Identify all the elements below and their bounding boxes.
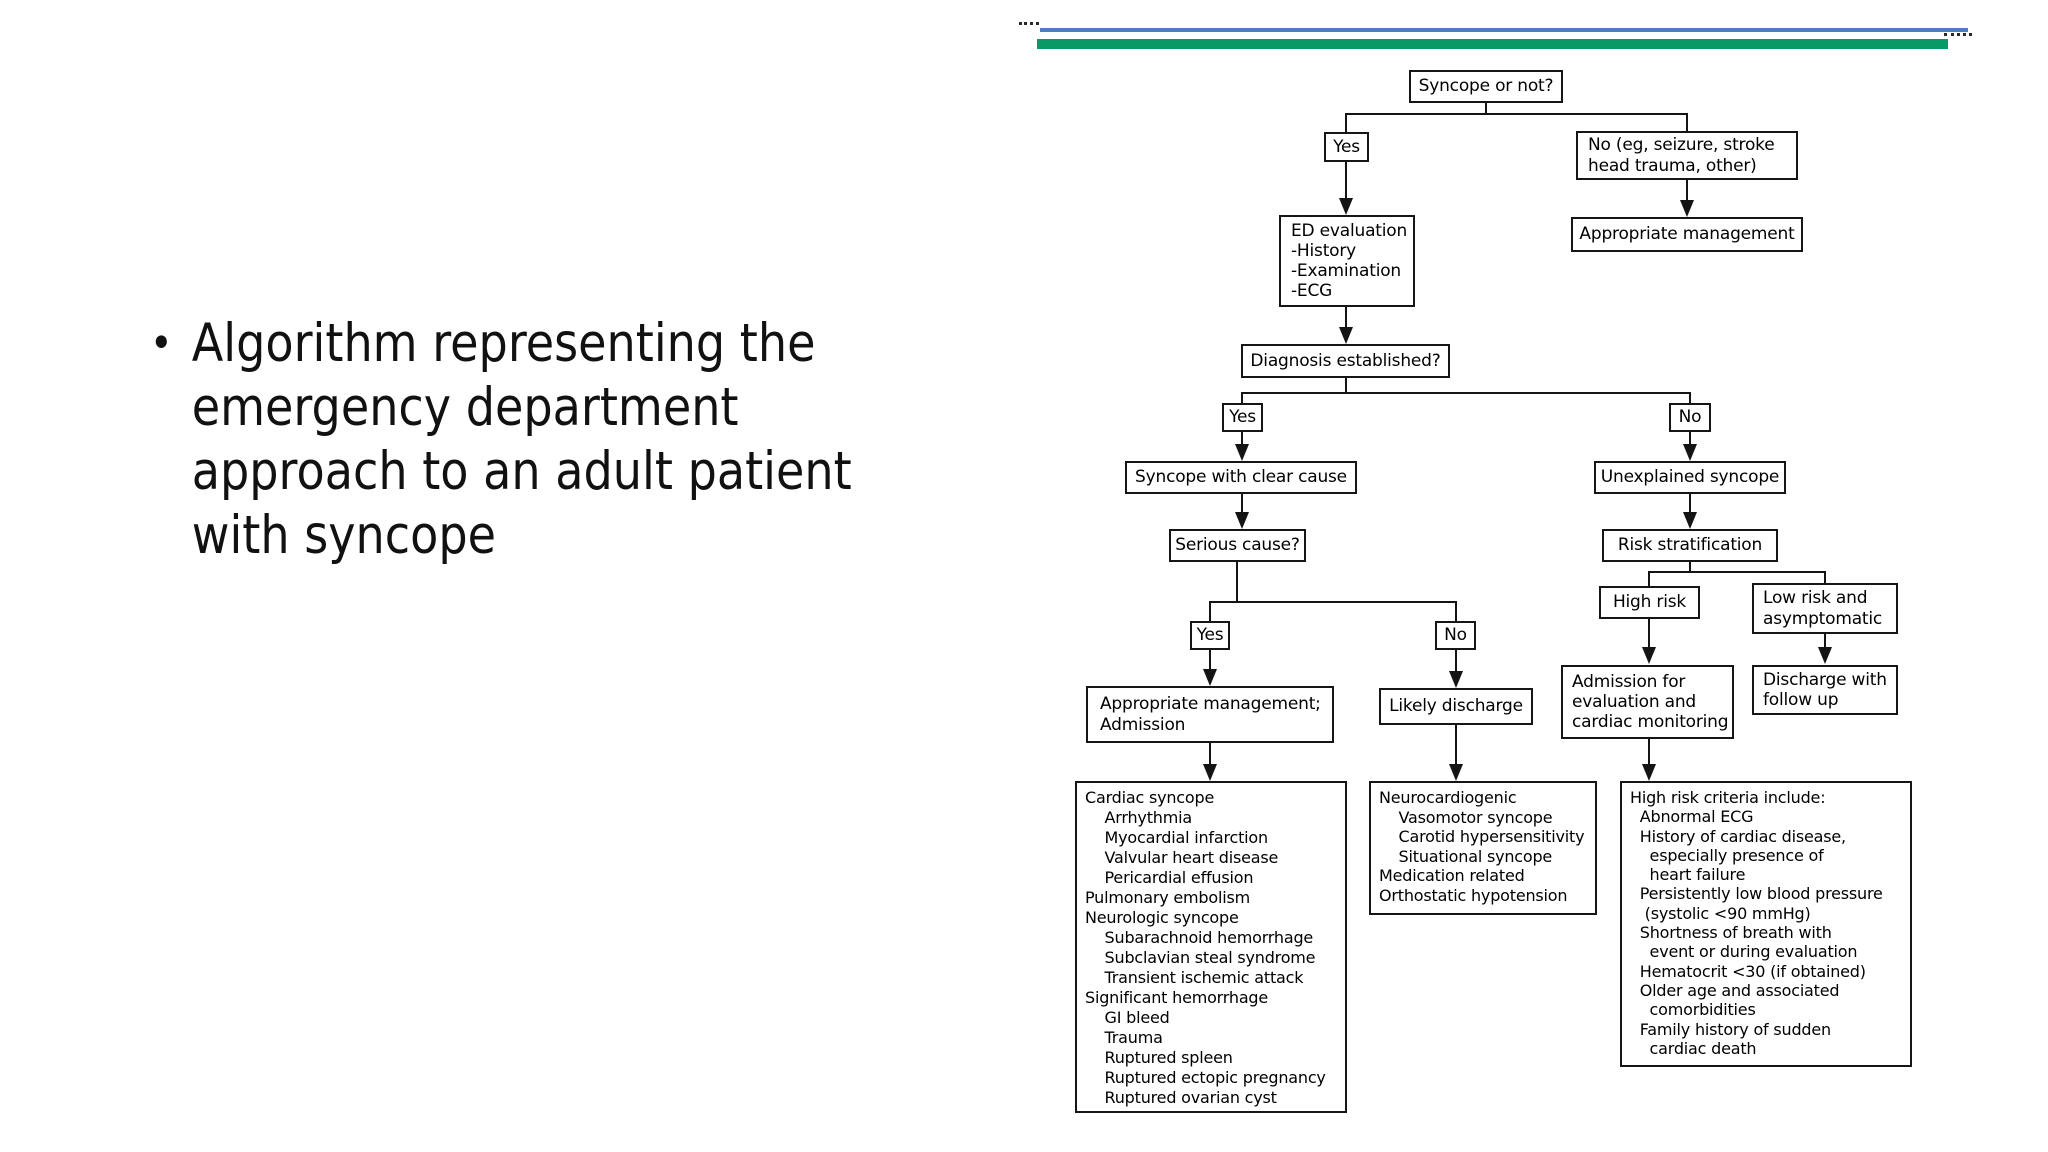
caption-line-3: approach to an adult patient [191, 441, 852, 502]
bullet-glyph: • [150, 318, 173, 369]
caption-block: • Algorithm representing the emergency d… [150, 312, 933, 568]
arrowhead [1449, 764, 1463, 781]
caption-line-2: emergency department [191, 377, 739, 438]
arrowhead [1818, 647, 1832, 664]
connector [1241, 432, 1243, 445]
arrowhead [1339, 327, 1353, 344]
node-admission-evaluation: Admission for evaluation and cardiac mon… [1561, 665, 1734, 739]
node-ed-evaluation: ED evaluation -History -Examination -ECG [1279, 215, 1415, 307]
arrowhead [1642, 764, 1656, 781]
connector [1241, 392, 1243, 403]
connector [1689, 562, 1691, 573]
node-yes-3: Yes [1190, 621, 1230, 650]
connector [1689, 494, 1691, 513]
node-high-risk: High risk [1599, 586, 1700, 619]
connector [1648, 619, 1650, 648]
connector [1648, 571, 1650, 586]
connector [1345, 113, 1688, 115]
connector [1209, 601, 1457, 603]
node-unexplained-syncope: Unexplained syncope [1594, 461, 1786, 494]
node-yes-2: Yes [1222, 403, 1263, 432]
connector [1236, 562, 1238, 603]
connector [1648, 571, 1826, 573]
connector [1824, 571, 1826, 583]
top-green-rule [1037, 39, 1948, 49]
node-serious-cause: Serious cause? [1169, 529, 1306, 562]
caption-line-1: Algorithm representing the [191, 313, 816, 374]
arrowhead [1203, 669, 1217, 686]
arrowhead [1683, 444, 1697, 461]
node-discharge-followup: Discharge with follow up [1752, 665, 1898, 715]
connector [1241, 494, 1243, 513]
left-dash-mark [1019, 22, 1039, 25]
arrowhead [1339, 198, 1353, 215]
connector [1824, 634, 1826, 648]
connector [1686, 180, 1688, 201]
node-likely-discharge: Likely discharge [1379, 688, 1533, 725]
node-syncope-clear-cause: Syncope with clear cause [1125, 461, 1357, 494]
right-dash-mark [1944, 33, 1972, 36]
connector [1345, 113, 1347, 133]
node-no-2: No [1669, 403, 1711, 432]
connector [1686, 113, 1688, 132]
connector [1345, 307, 1347, 328]
node-risk-stratification: Risk stratification [1602, 529, 1778, 562]
node-appropriate-management-admission: Appropriate management; Admission [1086, 686, 1334, 743]
node-appropriate-management: Appropriate management [1571, 217, 1803, 252]
connector [1209, 601, 1211, 621]
connector [1241, 392, 1691, 394]
node-no-seizure: No (eg, seizure, stroke head trauma, oth… [1576, 131, 1798, 180]
list-high-risk-criteria: High risk criteria include: Abnormal ECG… [1620, 781, 1912, 1067]
arrowhead [1449, 671, 1463, 688]
arrowhead [1235, 444, 1249, 461]
connector [1455, 601, 1457, 621]
node-diagnosis-established: Diagnosis established? [1241, 344, 1450, 378]
connector [1455, 650, 1457, 672]
arrowhead [1680, 200, 1694, 217]
node-low-risk: Low risk and asymptomatic [1752, 583, 1898, 634]
arrowhead [1203, 764, 1217, 781]
node-yes-1: Yes [1324, 132, 1369, 162]
connector [1209, 743, 1211, 765]
node-no-3: No [1435, 621, 1476, 650]
connector [1689, 392, 1691, 403]
caption-line-4: with syncope [191, 505, 496, 566]
arrowhead [1642, 647, 1656, 664]
connector [1648, 739, 1650, 765]
node-syncope-or-not: Syncope or not? [1409, 70, 1563, 103]
connector [1209, 650, 1211, 670]
list-serious-causes: Cardiac syncope Arrhythmia Myocardial in… [1075, 781, 1347, 1113]
connector [1455, 725, 1457, 765]
connector [1485, 103, 1487, 115]
top-blue-rule [1040, 28, 1968, 32]
list-benign-causes: Neurocardiogenic Vasomotor syncope Carot… [1369, 781, 1597, 915]
arrowhead [1683, 512, 1697, 529]
connector [1345, 378, 1347, 394]
connector [1345, 162, 1347, 199]
connector [1689, 432, 1691, 445]
arrowhead [1235, 512, 1249, 529]
